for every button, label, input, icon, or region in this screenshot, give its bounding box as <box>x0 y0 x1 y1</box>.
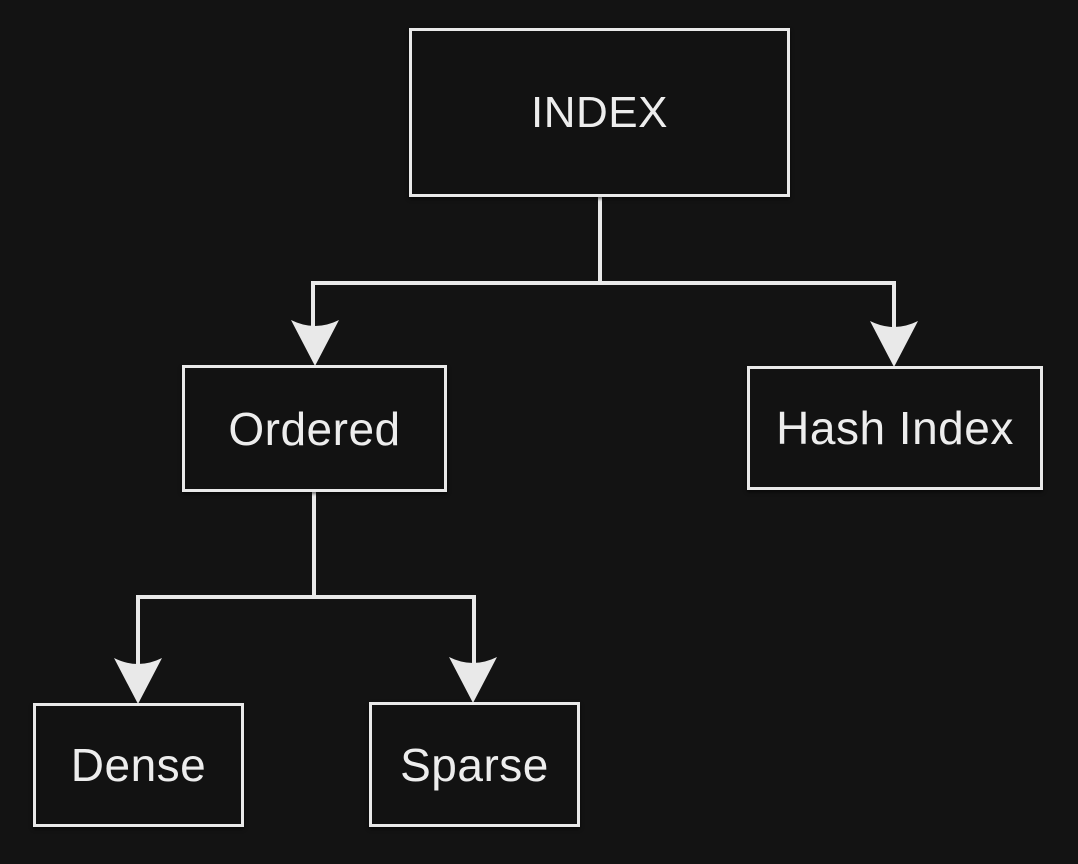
node-sparse-label: Sparse <box>400 738 549 791</box>
node-dense-label: Dense <box>70 739 207 791</box>
node-hash-index: Hash Index <box>747 366 1043 490</box>
node-ordered-label: Ordered <box>228 402 401 455</box>
node-sparse: Sparse <box>369 702 580 827</box>
node-ordered: Ordered <box>182 365 447 492</box>
edge-rail-top <box>311 281 896 336</box>
arrowhead-sparse <box>449 657 497 703</box>
node-index-label: INDEX <box>531 87 668 137</box>
node-dense: Dense <box>33 703 244 827</box>
node-hash-index-label: Hash Index <box>776 402 1014 454</box>
arrowhead-hash-index <box>870 321 918 367</box>
edge-rail-bottom <box>136 595 476 672</box>
arrowhead-ordered <box>291 320 339 366</box>
node-index: INDEX <box>409 28 790 197</box>
arrowhead-dense <box>114 658 162 704</box>
